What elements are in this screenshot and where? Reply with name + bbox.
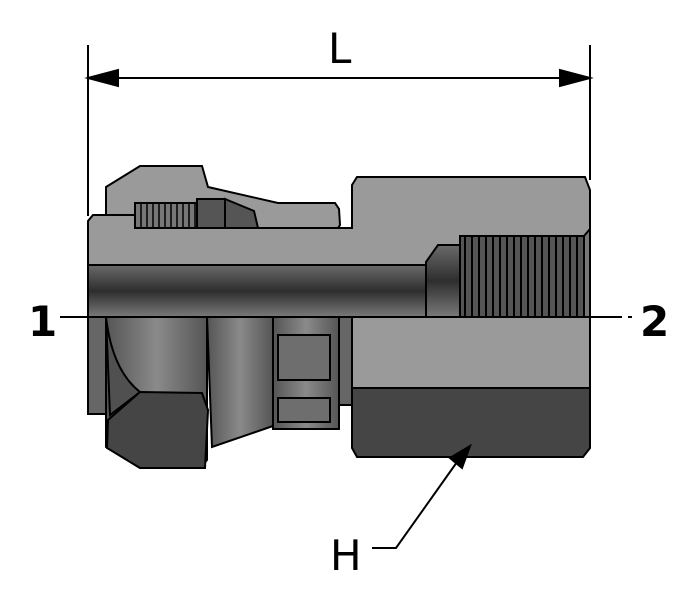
- hex-flat: [351, 387, 591, 458]
- port-1-label: 1: [28, 297, 57, 346]
- leader-arrow-icon: [448, 443, 472, 470]
- hex-leader: [372, 443, 472, 549]
- hex-label: H: [330, 531, 362, 580]
- lower-external-view: [87, 316, 591, 469]
- arrow-right-icon: [559, 68, 594, 88]
- port-2-label: 2: [640, 297, 669, 346]
- length-label: L: [328, 24, 352, 73]
- arrow-left-icon: [84, 68, 119, 88]
- upper-section-view: [87, 165, 591, 318]
- length-dimension: [84, 45, 594, 216]
